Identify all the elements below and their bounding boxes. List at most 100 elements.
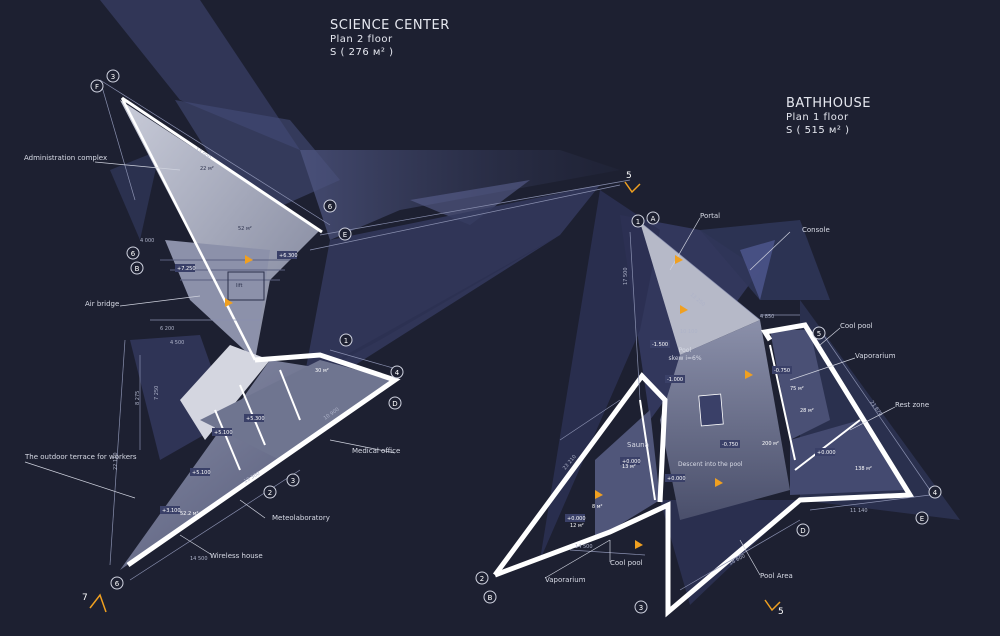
grid-marker: 2 [263, 485, 277, 499]
svg-text:13 м²: 13 м² [622, 464, 636, 470]
svg-text:3: 3 [639, 604, 643, 612]
grid-marker: 6 [126, 246, 140, 260]
science-center-room-tags: 22 м² 52 м² 30 м² 52.2 м² lift [180, 166, 329, 517]
svg-text:5: 5 [817, 330, 821, 338]
level-tag: +0.000 [565, 514, 586, 522]
flow-arrows [225, 255, 753, 549]
science-center-callouts: Administration complex Air bridge The ou… [24, 154, 400, 560]
svg-text:-0.750: -0.750 [774, 368, 790, 374]
science-center-floor: Plan 2 floor [330, 34, 393, 45]
svg-text:1: 1 [636, 218, 640, 226]
svg-text:+6.300: +6.300 [279, 253, 298, 259]
label-pool-area: Pool Area [760, 572, 793, 580]
science-center-title: SCIENCE CENTER [330, 18, 450, 33]
svg-text:4: 4 [395, 369, 400, 377]
svg-text:8 275: 8 275 [135, 391, 141, 405]
grid-marker: 3 [106, 69, 120, 83]
grid-marker: F [90, 79, 104, 93]
label-outdoor-terrace: The outdoor terrace for workers [24, 453, 137, 461]
svg-text:75 м²: 75 м² [790, 386, 804, 392]
svg-text:2: 2 [268, 489, 272, 497]
grid-marker: 5 [812, 326, 826, 340]
svg-text:-1.500: -1.500 [652, 342, 668, 348]
svg-text:8 м²: 8 м² [592, 504, 603, 510]
svg-text:D: D [392, 400, 397, 408]
svg-text:17 500: 17 500 [623, 268, 629, 286]
grid-marker: 3 [634, 600, 648, 614]
svg-text:6: 6 [131, 250, 136, 258]
label-vaporarium-top: Vaporarium [855, 352, 896, 360]
label-administration-complex: Administration complex [24, 154, 107, 162]
label-wireless-house: Wireless house [210, 552, 263, 560]
level-tag: +0.000 [665, 474, 686, 482]
svg-text:22 м²: 22 м² [200, 166, 214, 172]
bathhouse-level-tags: -1.500 -1.000 -0.750 -0.750 +0.000 +0.00… [565, 340, 836, 522]
level-tag: +5.100 [190, 468, 211, 476]
svg-text:3: 3 [291, 477, 295, 485]
level-tag: +6.300 [277, 251, 298, 259]
label-rest-zone: Rest zone [895, 401, 929, 409]
svg-text:6: 6 [115, 580, 120, 588]
science-center-level-tags: +7.250 +6.300 +5.300 +5.100 +5.100 +3.10… [160, 251, 298, 514]
svg-text:200 м²: 200 м² [762, 441, 779, 447]
svg-text:+0.000: +0.000 [667, 476, 686, 482]
grid-marker: 4 [928, 485, 942, 499]
svg-text:-0.750: -0.750 [722, 442, 738, 448]
grid-marker: 1 [339, 333, 353, 347]
section-mark-7: 7 [82, 593, 107, 613]
label-sauna: Sauna [627, 441, 649, 449]
grid-marker: 3 [286, 473, 300, 487]
svg-text:B: B [135, 265, 140, 273]
svg-text:D: D [800, 527, 805, 535]
svg-text:+7.250: +7.250 [177, 266, 196, 272]
svg-text:+5.100: +5.100 [214, 430, 233, 436]
label-air-bridge: Air bridge [85, 300, 119, 308]
svg-text:14 500: 14 500 [575, 544, 593, 550]
label-descent: Descent into the pool [678, 461, 743, 468]
level-tag: -0.750 [772, 366, 792, 374]
level-tag: +5.300 [244, 414, 265, 422]
svg-text:12 м²: 12 м² [570, 523, 584, 529]
svg-text:B: B [488, 594, 493, 602]
science-center-grid-markers: 3 F 6 E 6 B 1 4 D 2 3 6 [90, 69, 404, 590]
svg-text:14 500: 14 500 [190, 556, 208, 562]
svg-text:138 м²: 138 м² [855, 466, 872, 472]
svg-text:E: E [920, 515, 924, 523]
svg-text:4 000: 4 000 [140, 238, 154, 244]
grid-marker: 4 [390, 365, 404, 379]
svg-text:4 850: 4 850 [760, 314, 774, 320]
grid-marker: A [646, 211, 660, 225]
svg-text:22 110: 22 110 [113, 453, 119, 471]
svg-text:1: 1 [344, 337, 348, 345]
label-cool-pool-bottom: Cool pool [610, 559, 643, 567]
bathhouse-floor: Plan 1 floor [786, 112, 849, 123]
svg-text:3: 3 [111, 73, 115, 81]
level-tag: +0.000 [815, 448, 836, 456]
grid-marker: B [130, 261, 144, 275]
level-tag: -1.000 [665, 375, 685, 383]
svg-text:6 200: 6 200 [160, 326, 174, 332]
svg-text:6: 6 [328, 203, 333, 211]
svg-text:5: 5 [626, 171, 632, 181]
svg-text:4: 4 [933, 489, 938, 497]
label-pool-skew: skew i=6% [668, 355, 701, 362]
svg-text:52 м²: 52 м² [238, 226, 252, 232]
svg-text:10 100: 10 100 [680, 329, 698, 335]
level-tag: +7.250 [175, 264, 196, 272]
level-tag: +5.100 [212, 428, 233, 436]
svg-text:+0.000: +0.000 [567, 516, 586, 522]
bathhouse-area: S ( 515 м² ) [786, 125, 850, 136]
science-center-area: S ( 276 м² ) [330, 47, 394, 58]
grid-marker: B [483, 590, 497, 604]
svg-text:E: E [343, 231, 347, 239]
level-tag: +3.100 [160, 506, 181, 514]
bathhouse-walls [492, 322, 915, 618]
label-pool: Pool [679, 347, 692, 354]
bathhouse-dimension-lines [559, 221, 931, 591]
grid-marker: 6 [110, 576, 124, 590]
svg-text:52.2 м²: 52.2 м² [180, 511, 199, 517]
label-cool-pool-top: Cool pool [840, 322, 873, 330]
svg-text:2: 2 [480, 575, 484, 583]
